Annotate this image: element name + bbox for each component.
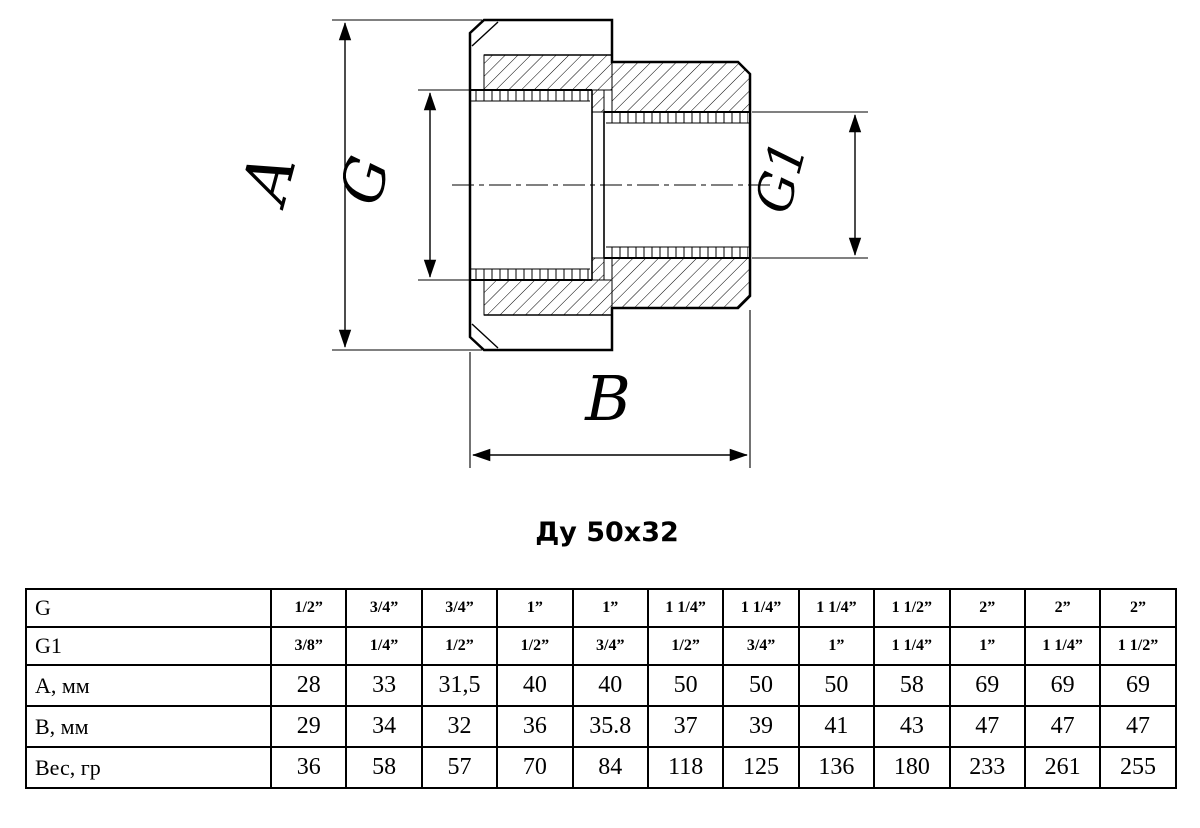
table-cell: 125 [722, 746, 800, 789]
hatch-step-bottom [591, 257, 605, 281]
table-cell: 29 [269, 705, 348, 748]
table-cell: 1 1/4” [1023, 626, 1102, 666]
table-cell: 37 [646, 705, 725, 748]
table-cell: 1 1/2” [1099, 626, 1177, 666]
table-cell: 50 [646, 664, 725, 707]
row-label: G1 [25, 626, 272, 666]
table-cell: 2” [1023, 588, 1102, 628]
table-cell: 3/8” [269, 626, 348, 666]
table-cell: 1/4” [345, 626, 423, 666]
table-cell: 31,5 [420, 664, 499, 707]
chamfer-line-top [471, 21, 499, 47]
hatch-right-top [611, 61, 751, 113]
hatch-left-top [483, 54, 613, 91]
table-cell: 3/4” [420, 588, 499, 628]
hatch-right-bottom [611, 257, 751, 309]
table-cell: 47 [1023, 705, 1102, 748]
technical-drawing: A G G1 B Ду 50x32 [227, 18, 868, 548]
dim-b-label: B [584, 362, 631, 435]
table-cell: 36 [496, 705, 574, 748]
table-cell: 233 [948, 746, 1026, 789]
table-cell: 50 [797, 664, 876, 707]
table-cell: 3/4” [722, 626, 800, 666]
table-cell: 2” [1099, 588, 1177, 628]
table-cell: 2” [948, 588, 1026, 628]
hatch-step-top [591, 89, 605, 113]
hatch-left-bottom [483, 279, 613, 316]
table-cell: 40 [571, 664, 649, 707]
dim-g-label: G [326, 149, 404, 211]
table-cell: 255 [1099, 746, 1177, 789]
table-cell: 58 [873, 664, 951, 707]
table-cell: 35.8 [571, 705, 649, 748]
table-cell: 34 [345, 705, 423, 748]
table-cell: 28 [269, 664, 348, 707]
chamfer-line-bottom [471, 323, 499, 349]
table-cell: 69 [1099, 664, 1177, 707]
row-label: В, мм [25, 705, 272, 748]
table-cell: 1 1/4” [722, 588, 800, 628]
table-cell: 32 [420, 705, 499, 748]
left-thread-ticks-top [472, 90, 590, 101]
table-cell: 3/4” [345, 588, 423, 628]
table-cell: 69 [948, 664, 1026, 707]
table-cell: 36 [269, 746, 348, 789]
left-thread-ticks-bottom [472, 269, 590, 280]
right-thread-ticks-top [606, 112, 748, 123]
table-cell: 1 1/2” [873, 588, 951, 628]
table-cell: 118 [646, 746, 725, 789]
row-label: G [25, 588, 272, 628]
table-cell: 84 [571, 746, 649, 789]
table-cell: 1” [948, 626, 1026, 666]
table-cell: 40 [496, 664, 574, 707]
row-label: Вес, гр [25, 746, 272, 789]
table-cell: 136 [797, 746, 876, 789]
table-cell: 1/2” [646, 626, 725, 666]
table-cell: 1” [797, 626, 876, 666]
table-cell: 58 [345, 746, 423, 789]
right-thread-ticks-bottom [606, 247, 748, 258]
table-cell: 1/2” [269, 588, 348, 628]
table-cell: 39 [722, 705, 800, 748]
dim-a-label: A [227, 146, 312, 215]
table-cell: 1” [496, 588, 574, 628]
table-cell: 33 [345, 664, 423, 707]
table-cell: 1/2” [420, 626, 499, 666]
table-cell: 1/2” [496, 626, 574, 666]
table-cell: 1 1/4” [797, 588, 876, 628]
table-cell: 57 [420, 746, 499, 789]
table-cell: 1 1/4” [646, 588, 725, 628]
table-cell: 41 [797, 705, 876, 748]
table-cell: 261 [1023, 746, 1102, 789]
dim-g1-label: G1 [744, 135, 819, 219]
table-cell: 50 [722, 664, 800, 707]
table-cell: 1” [571, 588, 649, 628]
table-cell: 43 [873, 705, 951, 748]
fitting-section-drawing: A G G1 B Ду 50x32 [227, 18, 868, 548]
table-cell: 180 [873, 746, 951, 789]
table-cell: 70 [496, 746, 574, 789]
row-label: А, мм [25, 664, 272, 707]
table-cell: 47 [1099, 705, 1177, 748]
table-cell: 1 1/4” [873, 626, 951, 666]
table-cell: 69 [1023, 664, 1102, 707]
table-cell: 47 [948, 705, 1026, 748]
table-cell: 3/4” [571, 626, 649, 666]
drawing-caption: Ду 50x32 [535, 517, 679, 548]
